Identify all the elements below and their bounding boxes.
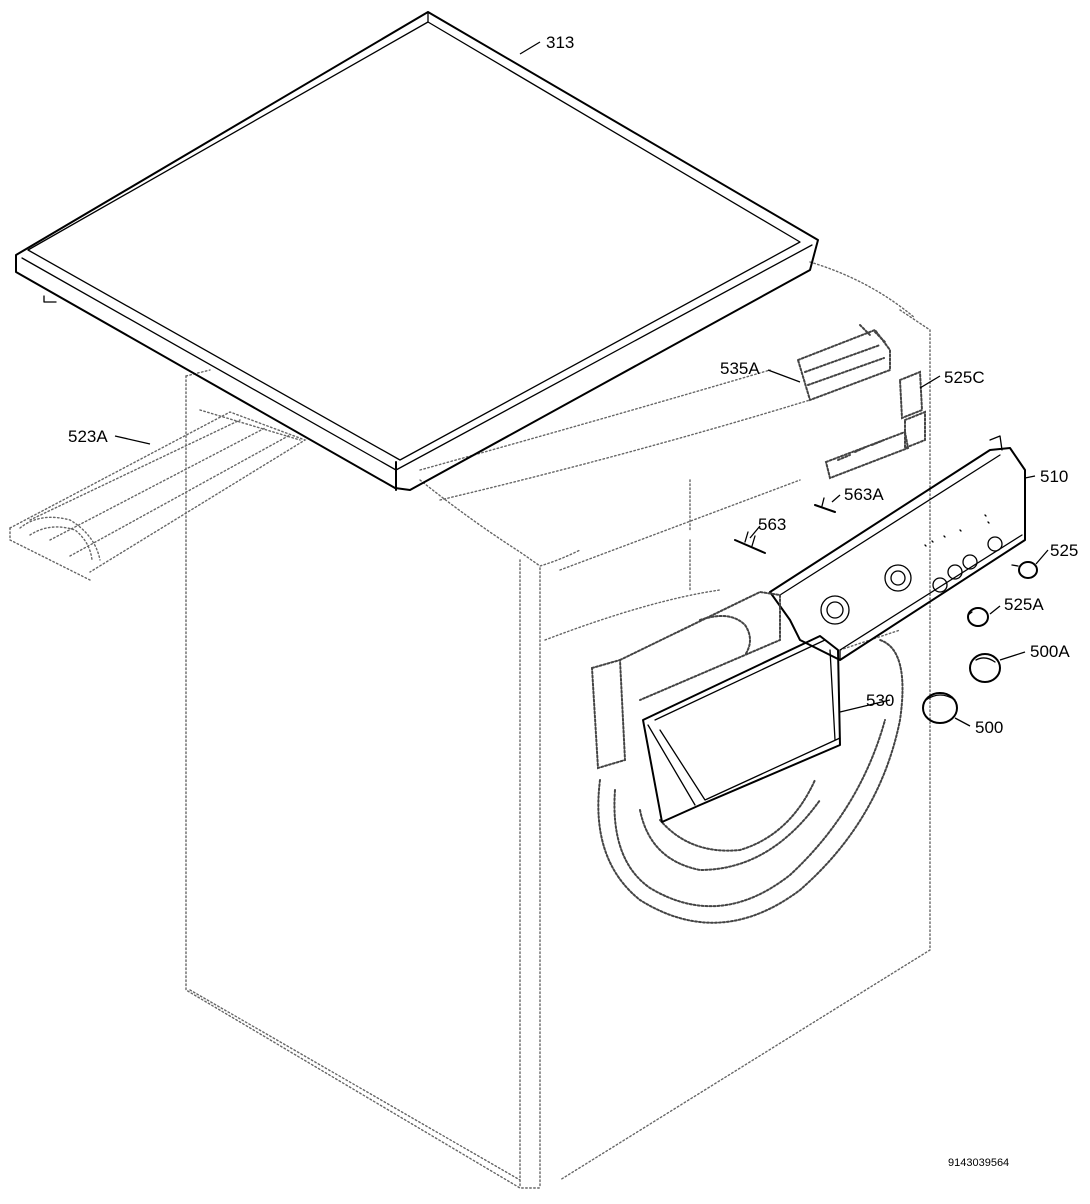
label-563a: 563A [844,485,884,504]
control-boards [796,324,926,480]
leader-lines [114,41,1049,727]
knobs-buttons [922,561,1038,724]
label-525: 525 [1050,541,1078,560]
side-rail [9,409,307,581]
label-535a: 535A [720,359,760,378]
document-number: 9143039564 [948,1157,1009,1169]
label-523a: 523A [68,427,108,446]
label-500a: 500A [1030,642,1070,661]
detergent-drawer [590,590,841,823]
label-563: 563 [758,515,786,534]
label-510: 510 [1040,467,1068,486]
top-lid [15,11,819,491]
cabinet-body [185,261,931,1189]
pins [734,497,836,554]
label-500: 500 [975,718,1003,737]
label-525a: 525A [1004,595,1044,614]
control-panel [769,435,1026,661]
label-525c: 525C [944,368,985,387]
label-530: 530 [866,691,894,710]
label-313: 313 [546,33,574,52]
part-labels: 313 535A 525C 523A 510 563A 563 525 525A… [68,33,1078,1169]
door-ring [597,639,904,924]
